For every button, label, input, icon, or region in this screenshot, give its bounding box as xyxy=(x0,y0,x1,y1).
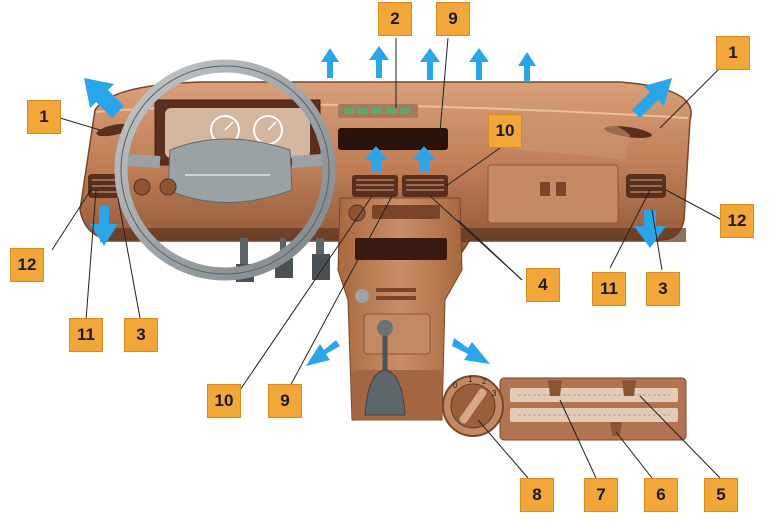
center-display xyxy=(338,104,448,150)
knob-scale-1: 1 xyxy=(468,375,473,384)
air-distribution-lever xyxy=(622,380,636,396)
callout-label: 12 xyxy=(727,211,747,230)
callout-label: 2 xyxy=(390,9,400,28)
airflow-arrows xyxy=(84,46,672,366)
callout-8: 8 xyxy=(520,478,554,512)
callout-label: 3 xyxy=(658,279,668,298)
callout-2: 2 xyxy=(378,2,412,36)
knob-scale-2: 2 xyxy=(482,377,487,386)
callout-label: 1 xyxy=(728,43,738,62)
temperature-lever xyxy=(548,380,562,396)
airflow-arrow-icon xyxy=(84,78,124,118)
callout-label: 7 xyxy=(596,485,606,504)
airflow-arrow-icon xyxy=(412,146,436,172)
callout-9-top: 9 xyxy=(436,2,470,36)
callout-11-right: 11 xyxy=(592,272,626,306)
callout-label: 6 xyxy=(656,485,666,504)
callout-label: 12 xyxy=(17,255,37,274)
knob-scale-3: 3 xyxy=(492,389,497,398)
airflow-arrow-icon xyxy=(321,48,339,78)
callout-label: 11 xyxy=(77,325,95,344)
airflow-arrow-icon xyxy=(518,52,536,82)
callout-label: 9 xyxy=(280,391,290,410)
steering-wheel-icon xyxy=(114,59,336,281)
callout-3-left: 3 xyxy=(124,318,158,352)
callout-label: 9 xyxy=(448,9,458,28)
airflow-arrow-icon xyxy=(90,206,118,246)
callout-label: 11 xyxy=(600,279,618,298)
glove-box xyxy=(487,111,630,224)
callout-12-right: 12 xyxy=(720,204,754,238)
callout-5: 5 xyxy=(704,478,738,512)
callout-1-right: 1 xyxy=(716,36,750,70)
callout-1-left: 1 xyxy=(27,100,61,134)
recirculation-lever xyxy=(610,422,622,436)
callout-label: 5 xyxy=(716,485,726,504)
airflow-arrow-icon xyxy=(452,338,490,364)
callout-10-bottom: 10 xyxy=(207,384,241,418)
callout-6: 6 xyxy=(644,478,678,512)
callout-12-left: 12 xyxy=(10,248,44,282)
airflow-arrow-icon xyxy=(634,210,666,248)
callout-7: 7 xyxy=(584,478,618,512)
callout-11-left: 11 xyxy=(69,318,103,352)
callout-4: 4 xyxy=(526,268,560,302)
knob-scale-0: 0 xyxy=(453,381,458,390)
gear-shift-icon xyxy=(364,320,406,416)
callout-label: 4 xyxy=(538,275,548,294)
callout-label: 1 xyxy=(39,107,49,126)
callout-3-right: 3 xyxy=(646,272,680,306)
heater-control-panel xyxy=(499,377,687,441)
callout-label: 10 xyxy=(214,391,234,410)
airflow-arrow-icon xyxy=(364,146,388,172)
callout-9-bottom: 9 xyxy=(268,384,302,418)
callout-label: 8 xyxy=(532,485,542,504)
airflow-arrow-icon xyxy=(306,340,340,366)
airflow-arrow-icon xyxy=(369,46,389,78)
leader-lines xyxy=(51,37,723,479)
airflow-arrow-icon xyxy=(469,48,489,80)
center-vents xyxy=(352,175,448,197)
fan-knob-icon xyxy=(442,375,504,437)
callout-10-top: 10 xyxy=(488,114,522,148)
knob-scale: 0 1 2 3 xyxy=(453,375,497,398)
callout-label: 10 xyxy=(495,121,515,140)
airflow-arrow-icon xyxy=(420,48,440,80)
slider-track-marks xyxy=(518,394,670,416)
airflow-arrow-icon xyxy=(632,78,672,118)
callout-label: 3 xyxy=(136,325,146,344)
